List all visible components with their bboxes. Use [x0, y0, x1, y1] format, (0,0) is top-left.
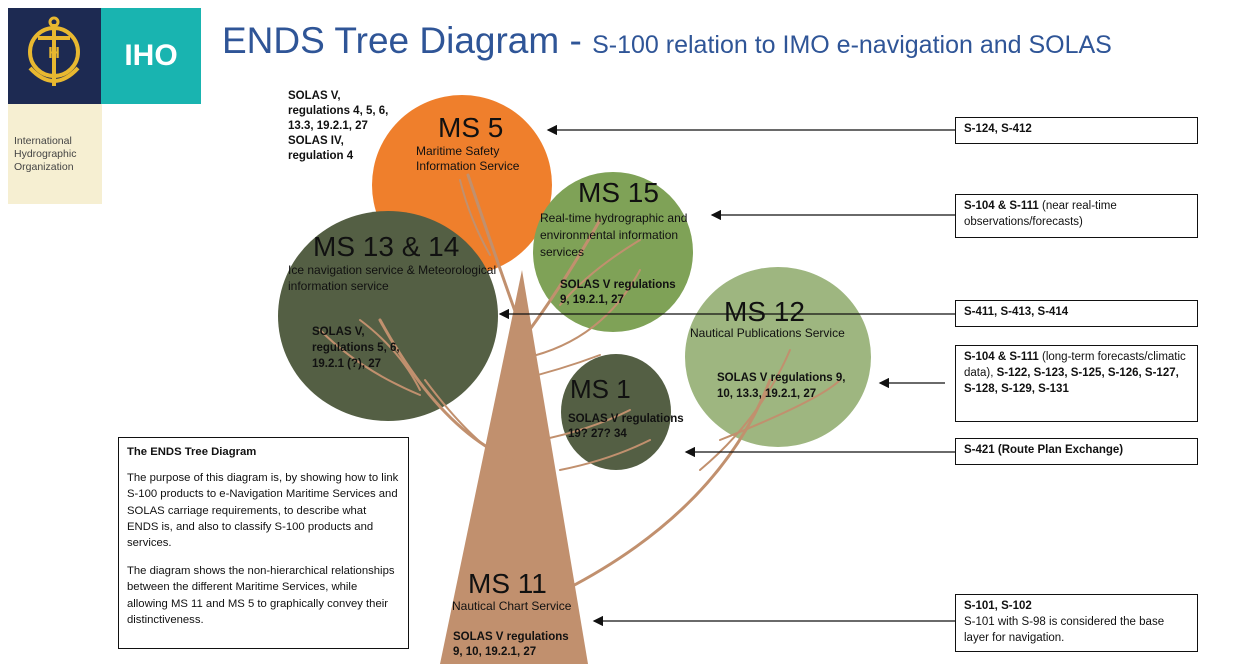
- title-subtitle: S-100 relation to IMO e-navigation and S…: [592, 31, 1112, 59]
- ms13-subtitle: Ice navigation service & Meteorological …: [288, 263, 497, 293]
- title-separator: -: [559, 20, 593, 61]
- product-p5-bold: S-421 (Route Plan Exchange): [964, 444, 1124, 456]
- ms12-subtitle: Nautical Publications Service: [690, 326, 845, 340]
- ms11-subtitle: Nautical Chart Service: [452, 599, 572, 613]
- description-heading: The ENDS Tree Diagram: [127, 446, 257, 458]
- ms13-circle: [278, 211, 498, 421]
- product-p2-bold: S-104 & S-111: [964, 200, 1039, 212]
- product-p2-rest: (near real-time observations/forecasts): [964, 200, 1117, 228]
- product-p6-rest: S-101 with S-98 is considered the base l…: [964, 616, 1165, 644]
- page-title: ENDS Tree Diagram - S-100 relation to IM…: [222, 20, 1112, 62]
- ms15-solas: SOLAS V regulations 9, 19.2.1, 27: [560, 279, 676, 306]
- iho-label: IHO: [101, 8, 201, 104]
- ms5-title: MS 5: [438, 112, 504, 143]
- product-p6-bold: S-101, S-102: [964, 600, 1032, 612]
- ms1-circle: [561, 354, 671, 470]
- product-box-s124: S-124, S-412: [955, 117, 1198, 144]
- ms13-title: MS 13 & 14: [313, 231, 460, 262]
- product-p1-bold: S-124, S-412: [964, 123, 1032, 135]
- product-box-s104-lt: S-104 & S-111 (long-term forecasts/clima…: [955, 345, 1198, 422]
- org-name-box: [8, 104, 102, 204]
- product-p4-bold2: S-122, S-123, S-125, S-126, S-127, S-128…: [964, 367, 1179, 395]
- product-p3-bold: S-411, S-413, S-414: [964, 306, 1069, 318]
- ms1-title: MS 1: [570, 374, 631, 404]
- ms11-solas: SOLAS V regulations 9, 10, 19.2.1, 27: [453, 631, 569, 658]
- ms1-solas: SOLAS V regulations 19? 27? 34: [568, 413, 684, 440]
- svg-text:H: H: [48, 45, 60, 62]
- ms11-title: MS 11: [468, 568, 547, 599]
- ms13-solas: SOLAS V, regulations 5, 6, 19.2.1 (?), 2…: [312, 326, 400, 370]
- org-name: International Hydrographic Organization: [14, 135, 77, 173]
- tree-branches: [319, 173, 841, 592]
- ms12-solas: SOLAS V regulations 9, 10, 13.3, 19.2.1,…: [717, 372, 846, 400]
- anchor-emblem-icon: H: [28, 16, 80, 86]
- ms15-title: MS 15: [578, 177, 659, 208]
- product-p4-rest: (long-term forecasts/climatic data),: [964, 351, 1186, 379]
- product-box-s421: S-421 (Route Plan Exchange): [955, 438, 1198, 465]
- description-para1: The purpose of this diagram is, by showi…: [127, 472, 399, 550]
- ms11-trunk: [440, 270, 588, 664]
- iho-logo: H: [8, 8, 101, 104]
- description-box: The ENDS Tree Diagram The purpose of thi…: [118, 437, 409, 649]
- ms15-subtitle: Real-time hydrographic and environmental…: [540, 211, 688, 259]
- title-main: ENDS Tree Diagram: [222, 20, 560, 61]
- connector-arrows: [498, 124, 955, 627]
- ms5-solas: SOLAS V, regulations 4, 5, 6, 13.3, 19.2…: [288, 90, 389, 162]
- product-box-s411: S-411, S-413, S-414: [955, 300, 1198, 327]
- description-para2: The diagram shows the non-hierarchical r…: [127, 565, 395, 626]
- product-box-s104-nrt: S-104 & S-111 (near real-time observatio…: [955, 194, 1198, 238]
- ms12-title: MS 12: [724, 296, 805, 327]
- ms12-circle: [685, 267, 871, 447]
- ms5-subtitle: Maritime Safety Information Service: [416, 144, 520, 173]
- product-p4-bold: S-104 & S-111: [964, 351, 1039, 363]
